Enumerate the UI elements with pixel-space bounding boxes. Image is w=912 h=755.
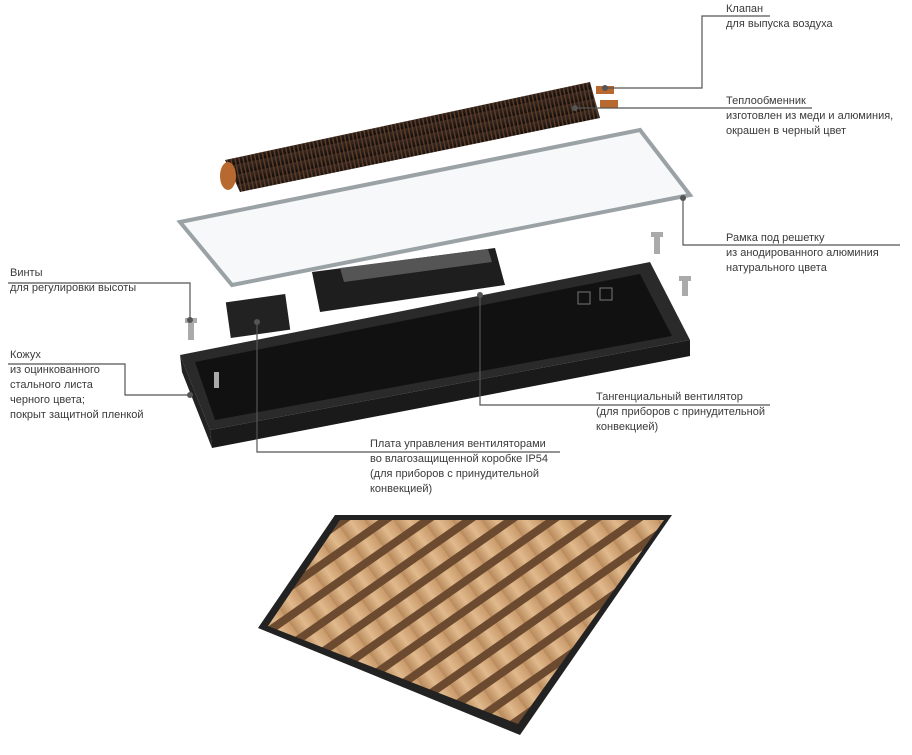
callout-text: из анодированного алюминия: [726, 247, 879, 259]
callout-title: Кожух: [10, 349, 41, 361]
callout-text: конвекцией): [370, 483, 433, 495]
callout-title: Теплообменник: [726, 95, 806, 107]
grille-frame: [176, 127, 694, 288]
callout-text: конвекцией): [596, 421, 659, 433]
callout-text: во влагозащищенной коробке IP54: [370, 453, 548, 465]
callout-screws: Винты для регулировки высоты: [10, 266, 136, 296]
callout-heat-exchanger: Теплообменник изготовлен из меди и алюми…: [726, 94, 893, 139]
callout-fan: Тангенциальный вентилятор (для приборов …: [596, 390, 765, 435]
callout-title: Рамка под решетку: [726, 232, 825, 244]
callout-housing: Кожух из оцинкованного стального листа ч…: [10, 348, 144, 423]
wooden-grille: [258, 515, 672, 735]
callout-text: для регулировки высоты: [10, 282, 137, 294]
callout-text: из оцинкованного: [10, 364, 100, 376]
callout-title: Клапан: [726, 3, 764, 15]
callout-title: Винты: [10, 267, 43, 279]
callout-board: Плата управления вентиляторами во влагоз…: [370, 437, 548, 497]
tangential-fan: [312, 248, 505, 312]
callout-text: натурального цвета: [726, 262, 827, 274]
callout-text: черного цвета;: [10, 394, 85, 406]
callout-text: стального листа: [10, 379, 93, 391]
callout-title: Тангенциальный вентилятор: [596, 391, 743, 403]
callout-valve: Клапан для выпуска воздуха: [726, 2, 833, 32]
housing-box: [180, 262, 690, 448]
callout-text: для выпуска воздуха: [726, 18, 833, 30]
control-box: [225, 293, 291, 339]
callout-text: покрыт защитной пленкой: [10, 409, 144, 421]
callout-text: (для приборов с принудительной: [596, 406, 765, 418]
leader-lines: [8, 15, 900, 453]
callout-text: (для приборов с принудительной: [370, 468, 539, 480]
callout-frame: Рамка под решетку из анодированного алюм…: [726, 231, 879, 276]
callout-text: окрашен в черный цвет: [726, 125, 847, 137]
callout-text: изготовлен из меди и алюминия,: [726, 110, 894, 122]
callout-title: Плата управления вентиляторами: [370, 438, 546, 450]
